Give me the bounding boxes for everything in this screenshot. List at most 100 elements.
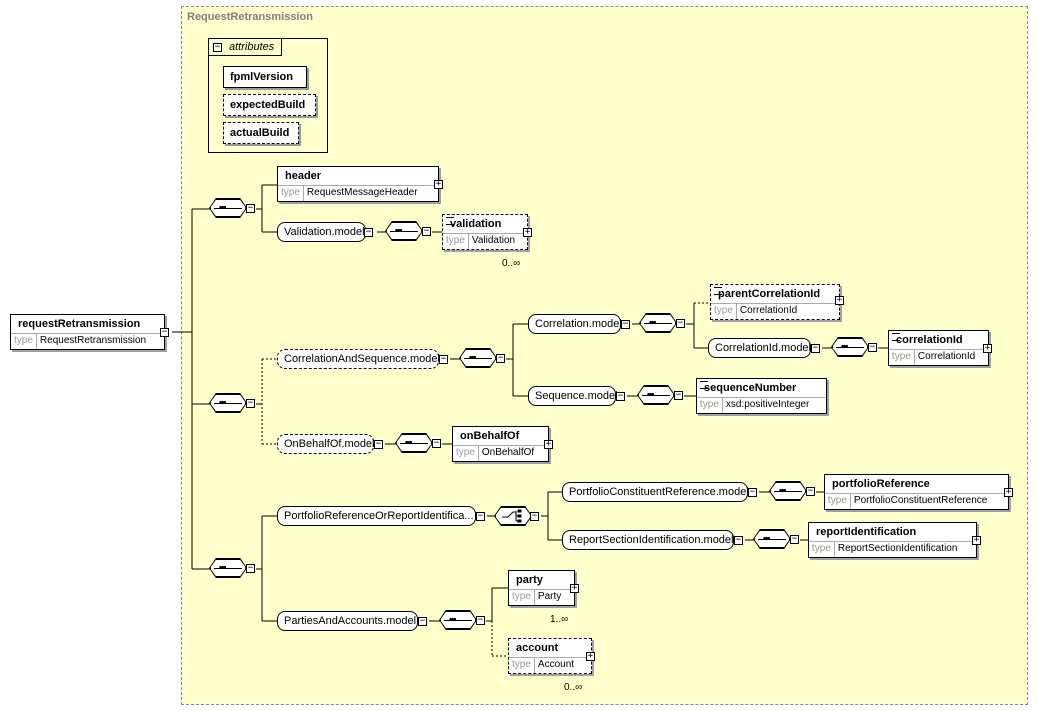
sequence-dots-icon: ••• <box>405 437 413 447</box>
element-header-type-key: type <box>278 186 304 201</box>
portfolioreference-expand-toggle[interactable]: + <box>1004 487 1013 497</box>
parentcorrelationid-expand-toggle[interactable]: + <box>835 295 844 305</box>
group-correlation-model[interactable]: Correlation.model <box>528 314 622 334</box>
attribute-actualbuild[interactable]: actualBuild <box>223 122 299 144</box>
group-parties-and-accounts[interactable]: PartiesAndAccounts.model <box>277 611 418 631</box>
group-sequence-model[interactable]: Sequence.model <box>528 386 618 406</box>
element-validation-type: Validation <box>471 235 516 246</box>
sequence-dots-icon: ••• <box>449 614 457 624</box>
complex-type-title: RequestRetransmission <box>187 11 313 23</box>
correlation-model-collapse-toggle[interactable]: − <box>621 319 630 329</box>
documentation-icon <box>714 287 722 295</box>
seq-compositor-1[interactable]: ••• <box>210 199 246 217</box>
seq-compositor-correlationid-collapse-toggle[interactable]: − <box>868 342 877 352</box>
validation-expand-toggle[interactable]: + <box>523 227 532 237</box>
seq-compositor-portfolio-constituent[interactable]: ••• <box>770 482 806 500</box>
sequence-model-collapse-toggle[interactable]: − <box>616 391 625 401</box>
correlationid-expand-toggle[interactable]: + <box>983 343 992 353</box>
sequence-line <box>464 358 492 359</box>
account-cardinality: 0..∞ <box>564 682 583 693</box>
correlationid-model-collapse-toggle[interactable]: − <box>811 343 820 353</box>
portfolio-constituent-collapse-toggle[interactable]: − <box>748 487 757 497</box>
attributes-label: attributes <box>229 41 275 53</box>
account-expand-toggle[interactable]: + <box>586 651 595 661</box>
sequence-line <box>444 620 472 621</box>
root-collapse-toggle[interactable]: − <box>160 327 169 337</box>
report-section-collapse-toggle[interactable]: − <box>734 535 743 545</box>
element-reportidentification-type: ReportSectionIdentification <box>837 543 958 554</box>
element-parentcorrelationid-name: parentCorrelationId <box>718 288 821 300</box>
seq-compositor-correlation-and-sequence-collapse-toggle[interactable]: − <box>496 353 505 363</box>
sequence-line <box>836 347 864 348</box>
seq-compositor-2[interactable]: ••• <box>210 394 246 412</box>
attributes-collapse-toggle[interactable]: − <box>213 42 222 52</box>
header-expand-toggle[interactable]: + <box>434 179 443 189</box>
group-correlation-and-sequence[interactable]: CorrelationAndSequence.model <box>277 349 440 369</box>
attribute-fpmlversion[interactable]: fpmlVersion <box>223 66 307 88</box>
element-validation-type-key: type <box>443 234 469 249</box>
validation-cardinality: 0..∞ <box>502 258 521 269</box>
group-portfolio-or-report[interactable]: PortfolioReferenceOrReportIdentifica... <box>277 506 476 526</box>
choice-collapse-toggle[interactable]: − <box>530 511 539 521</box>
documentation-icon <box>446 217 454 225</box>
onbehalfof-model-collapse-toggle[interactable]: − <box>374 439 383 449</box>
group-report-section[interactable]: ReportSectionIdentification.model <box>562 530 734 550</box>
seq-compositor-sequence-collapse-toggle[interactable]: − <box>674 390 683 400</box>
group-onbehalfof-model[interactable]: OnBehalfOf.model <box>277 434 375 454</box>
element-onbehalfof-type: OnBehalfOf <box>481 447 535 458</box>
reportidentification-expand-toggle[interactable]: + <box>972 535 981 545</box>
element-portfolioreference-type: PortfolioConstituentReference <box>853 495 988 506</box>
group-validation-model[interactable]: Validation.model <box>277 222 366 242</box>
seq-compositor-onbehalfof-collapse-toggle[interactable]: − <box>432 438 441 448</box>
sequence-dots-icon: ••• <box>649 317 657 327</box>
group-correlationid-model[interactable]: CorrelationId.model <box>708 338 811 358</box>
documentation-icon <box>892 333 900 341</box>
seq-compositor-correlation-and-sequence[interactable]: ••• <box>460 349 496 367</box>
element-party-type-key: type <box>509 590 535 605</box>
seq-compositor-2-collapse-toggle[interactable]: − <box>246 398 255 408</box>
seq-compositor-portfolio-constituent-collapse-toggle[interactable]: − <box>806 486 815 496</box>
portfolio-or-report-collapse-toggle[interactable]: − <box>476 511 485 521</box>
seq-compositor-3[interactable]: ••• <box>210 559 246 577</box>
validation-model-collapse-toggle[interactable]: − <box>364 227 373 237</box>
onbehalfof-expand-toggle[interactable]: + <box>544 439 553 449</box>
party-expand-toggle[interactable]: + <box>570 583 579 593</box>
element-portfolioreference-name: portfolioReference <box>832 478 930 490</box>
sequence-line <box>390 231 418 232</box>
parties-and-accounts-collapse-toggle[interactable]: − <box>418 616 427 626</box>
seq-compositor-parties-and-accounts[interactable]: ••• <box>440 611 476 629</box>
seq-compositor-report-section-collapse-toggle[interactable]: − <box>790 534 799 544</box>
seq-compositor-1-collapse-toggle[interactable]: − <box>246 203 255 213</box>
attribute-expectedbuild[interactable]: expectedBuild <box>223 94 316 116</box>
seq-compositor-3-collapse-toggle[interactable]: − <box>246 563 255 573</box>
group-portfolio-constituent[interactable]: PortfolioConstituentReference.model <box>562 482 749 502</box>
seq-compositor-validation-collapse-toggle[interactable]: − <box>422 226 431 236</box>
seq-compositor-correlation-collapse-toggle[interactable]: − <box>676 318 685 328</box>
element-correlationid-type-key: type <box>889 350 915 365</box>
choice-compositor[interactable] <box>495 507 531 525</box>
seq-compositor-report-section[interactable]: ••• <box>754 530 790 548</box>
correlation-and-sequence-collapse-toggle[interactable]: − <box>439 354 448 364</box>
seq-compositor-onbehalfof[interactable]: ••• <box>396 434 432 452</box>
seq-compositor-correlationid[interactable]: ••• <box>832 338 868 356</box>
seq-compositor-validation[interactable]: ••• <box>386 222 422 240</box>
seq-compositor-parties-and-accounts-collapse-toggle[interactable]: − <box>476 615 485 625</box>
sequence-line <box>758 539 786 540</box>
element-account-name: account <box>516 642 559 654</box>
seq-compositor-correlation[interactable]: ••• <box>640 314 676 332</box>
sequence-dots-icon: ••• <box>763 533 771 543</box>
element-header-name: header <box>285 170 322 182</box>
seq-compositor-sequence[interactable]: ••• <box>638 386 674 404</box>
